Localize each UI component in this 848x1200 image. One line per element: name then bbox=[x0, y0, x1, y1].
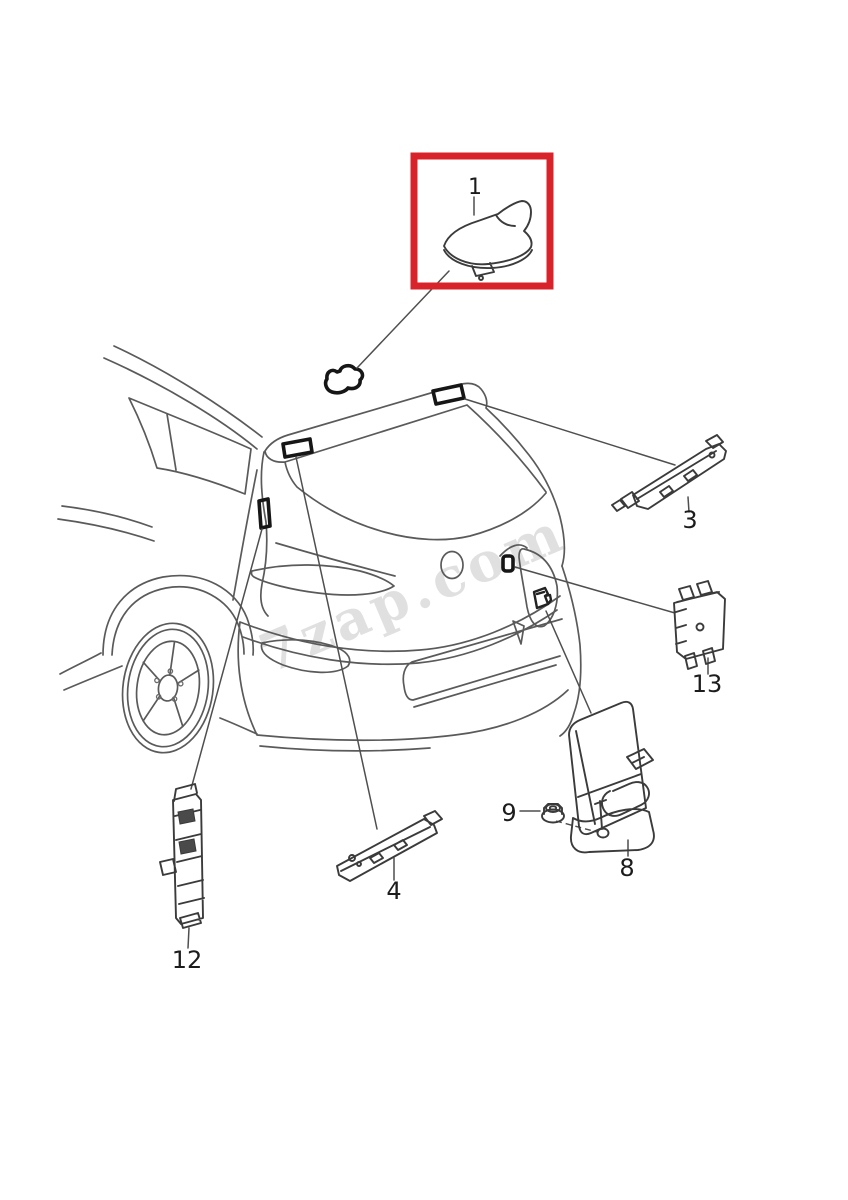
leader-part12 bbox=[190, 528, 263, 790]
leader-part13 bbox=[514, 566, 676, 614]
contact-pad bbox=[177, 808, 196, 825]
leader-part3 bbox=[464, 398, 676, 466]
contact-pad bbox=[178, 838, 197, 855]
car-taillights bbox=[250, 542, 559, 674]
car-wheel-arch bbox=[59, 574, 258, 735]
part-label-4[interactable]: 4 bbox=[386, 877, 401, 905]
part-4-antenna-module[interactable]: 4 bbox=[336, 810, 443, 905]
car-tailgate-outline bbox=[232, 382, 566, 617]
part-12-connector-strip[interactable]: 12 bbox=[159, 783, 205, 974]
rear-window-element-mark-right bbox=[431, 383, 466, 406]
part-label-12[interactable]: 12 bbox=[172, 946, 203, 974]
part-3-antenna-module[interactable]: 3 bbox=[611, 434, 727, 534]
part-label-1[interactable]: 1 bbox=[468, 175, 482, 200]
module-screw bbox=[348, 854, 356, 862]
shark-fin-antenna-drawing[interactable] bbox=[443, 200, 533, 277]
module-screw bbox=[356, 861, 362, 867]
part-1-roof-antenna[interactable]: 1 bbox=[410, 152, 554, 290]
part-label-3[interactable]: 3 bbox=[682, 506, 697, 534]
car-bumper bbox=[237, 565, 582, 752]
car-brand-badge bbox=[440, 550, 464, 580]
antenna-stud-detail bbox=[478, 275, 484, 281]
c-pillar-element-mark bbox=[257, 497, 272, 530]
part-9-flange-nut[interactable]: 9 bbox=[501, 799, 565, 827]
leader-label12 bbox=[187, 927, 190, 949]
part-13-connector-block[interactable]: 13 bbox=[673, 580, 726, 698]
leader-part8 bbox=[545, 610, 592, 714]
car-roof-lines bbox=[57, 345, 263, 542]
part-8-module-bracket[interactable]: 8 bbox=[568, 700, 655, 882]
part-label-8[interactable]: 8 bbox=[619, 854, 634, 882]
part-label-13[interactable]: 13 bbox=[692, 670, 723, 698]
mounting-hole bbox=[695, 622, 705, 632]
nut-bore bbox=[548, 805, 558, 811]
watermark-text: 7zap.com bbox=[250, 499, 575, 685]
module-screw bbox=[708, 451, 716, 459]
antenna-location-marks bbox=[257, 363, 553, 610]
tailgate-connector-mark bbox=[501, 554, 515, 573]
highlight-box[interactable] bbox=[410, 152, 554, 290]
car-wheel bbox=[121, 622, 215, 754]
leader-lines bbox=[187, 196, 709, 949]
leader-label3 bbox=[687, 496, 690, 513]
leader-nut-to-stud bbox=[555, 820, 598, 833]
car-rear-outline bbox=[57, 345, 582, 754]
part-label-9[interactable]: 9 bbox=[501, 799, 516, 827]
nut-top bbox=[545, 803, 561, 813]
rear-window-element-mark-left bbox=[281, 437, 314, 459]
leader-part4 bbox=[295, 456, 378, 830]
stud-hole bbox=[596, 827, 610, 839]
roof-antenna-mount-mark bbox=[323, 363, 365, 395]
bumper-connector-mark bbox=[532, 586, 553, 610]
